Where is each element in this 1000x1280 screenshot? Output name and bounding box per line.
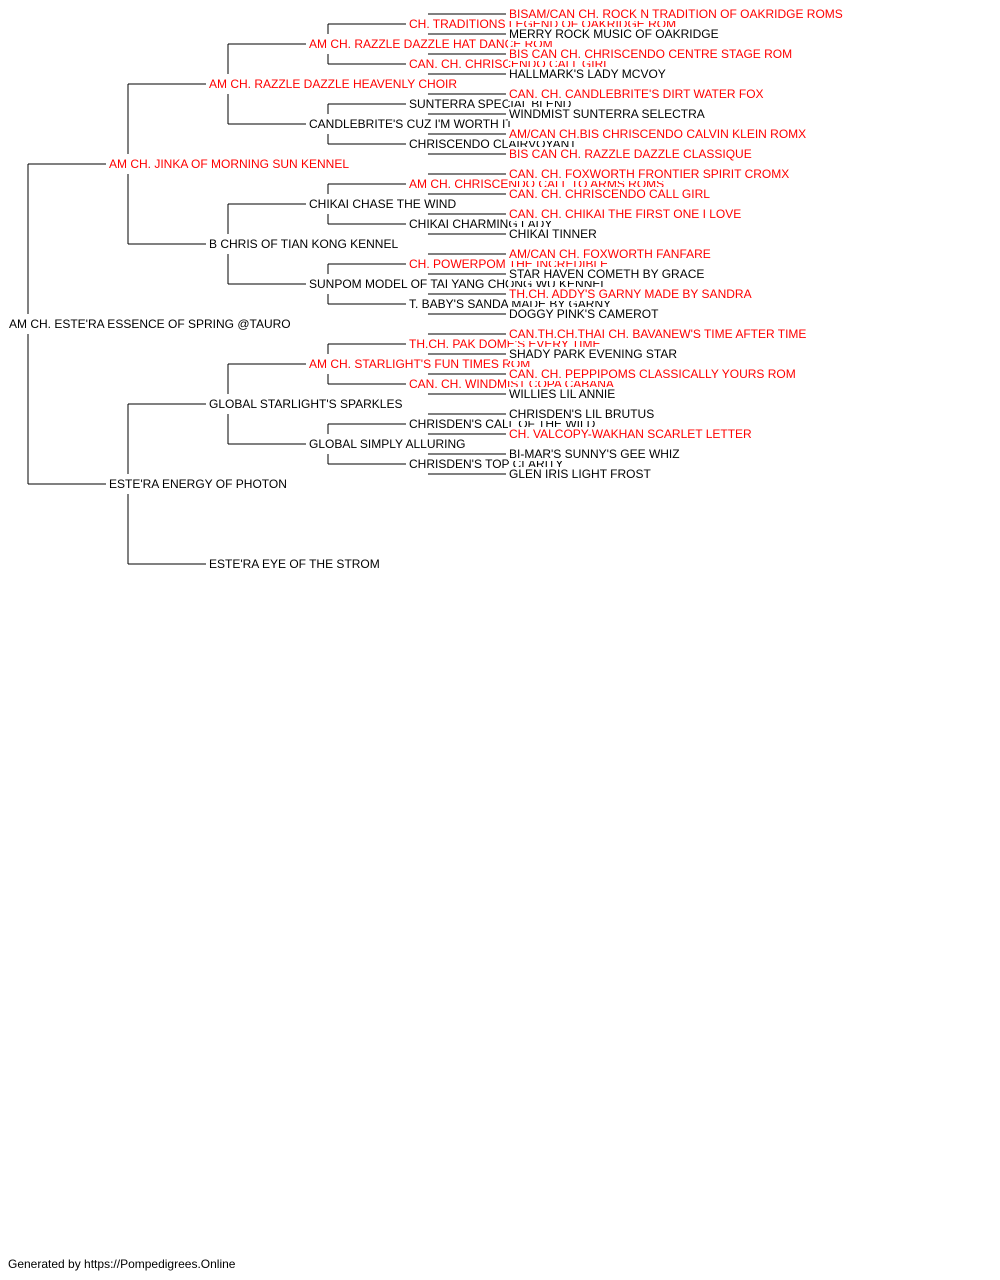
ancestor-name: TH.CH. ADDY'S GARNY MADE BY SANDRA <box>508 287 753 301</box>
ancestor-name: AM CH. RAZZLE DAZZLE HEAVENLY CHOIR <box>208 77 459 91</box>
ancestor-name: SHADY PARK EVENING STAR <box>508 347 679 361</box>
ancestor-name: CAN. CH. PEPPIPOMS CLASSICALLY YOURS ROM <box>508 367 797 381</box>
ancestor-name: CAN.TH.CH.THAI CH. BAVANEW'S TIME AFTER … <box>508 327 808 341</box>
ancestor-name: BIS CAN CH. RAZZLE DAZZLE CLASSIQUE <box>508 147 753 161</box>
ancestor-name: CHRISDEN'S LIL BRUTUS <box>508 407 656 421</box>
ancestor-name: BISAM/CAN CH. ROCK N TRADITION OF OAKRID… <box>508 7 844 21</box>
ancestor-name: AM/CAN CH.BIS CHRISCENDO CALVIN KLEIN RO… <box>508 127 808 141</box>
ancestor-name: WINDMIST SUNTERRA SELECTRA <box>508 107 706 121</box>
ancestor-name: GLOBAL STARLIGHT'S SPARKLES <box>208 397 404 411</box>
ancestor-name: AM CH. JINKA OF MORNING SUN KENNEL <box>108 157 351 171</box>
ancestor-name: CHIKAI TINNER <box>508 227 598 241</box>
ancestor-name: HALLMARK'S LADY MCVOY <box>508 67 667 81</box>
ancestor-name: WILLIES LIL ANNIE <box>508 387 617 401</box>
ancestor-name: BIS CAN CH. CHRISCENDO CENTRE STAGE ROM <box>508 47 794 61</box>
ancestor-name: CAN. CH. CANDLEBRITE'S DIRT WATER FOX <box>508 87 765 101</box>
ancestor-name: ESTE'RA EYE OF THE STROM <box>208 557 381 571</box>
ancestor-name: BI-MAR'S SUNNY'S GEE WHIZ <box>508 447 681 461</box>
ancestor-name: AM CH. STARLIGHT'S FUN TIMES ROM <box>308 357 532 371</box>
ancestor-name: B CHRIS OF TIAN KONG KENNEL <box>208 237 400 251</box>
ancestor-name: CHIKAI CHASE THE WIND <box>308 197 458 211</box>
ancestor-name: AM CH. RAZZLE DAZZLE HAT DANCE ROM <box>308 37 554 51</box>
ancestor-name: CAN. CH. CHRISCENDO CALL GIRL <box>508 187 711 201</box>
ancestor-name: GLOBAL SIMPLY ALLURING <box>308 437 467 451</box>
ancestor-name: CAN. CH. CHIKAI THE FIRST ONE I LOVE <box>508 207 743 221</box>
ancestor-name: STAR HAVEN COMETH BY GRACE <box>508 267 706 281</box>
ancestor-name: AM/CAN CH. FOXWORTH FANFARE <box>508 247 712 261</box>
ancestor-name: GLEN IRIS LIGHT FROST <box>508 467 652 481</box>
generated-by-footer: Generated by https://Pompedigrees.Online <box>8 1257 236 1271</box>
ancestor-name: DOGGY PINK'S CAMEROT <box>508 307 660 321</box>
subject-dog-name: AM CH. ESTE'RA ESSENCE OF SPRING @TAURO <box>8 317 292 331</box>
ancestor-name: CANDLEBRITE'S CUZ I'M WORTH IT <box>308 117 514 131</box>
ancestor-name: CAN. CH. FOXWORTH FRONTIER SPIRIT CROMX <box>508 167 791 181</box>
ancestor-name: CH. VALCOPY-WAKHAN SCARLET LETTER <box>508 427 753 441</box>
ancestor-name: ESTE'RA ENERGY OF PHOTON <box>108 477 288 491</box>
ancestor-name: MERRY ROCK MUSIC OF OAKRIDGE <box>508 27 720 41</box>
